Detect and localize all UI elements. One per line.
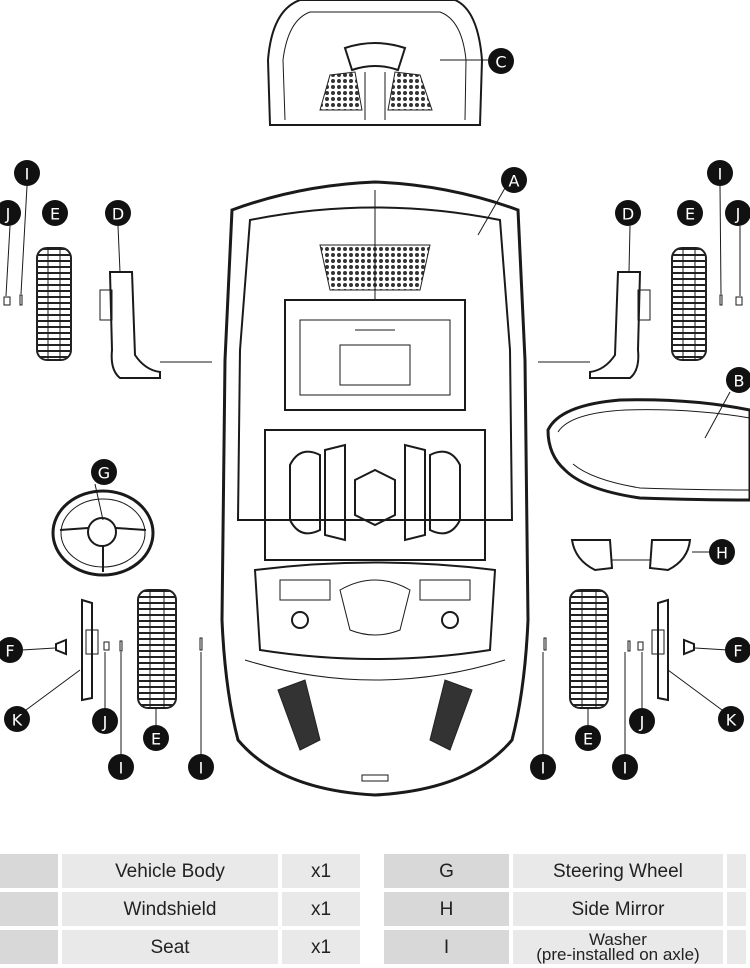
callout-k-right: K xyxy=(718,706,744,732)
wheel-bottom-left xyxy=(137,589,177,709)
svg-text:B: B xyxy=(734,372,745,391)
svg-text:E: E xyxy=(50,205,60,224)
callout-i-top-left: I xyxy=(14,160,40,186)
motor-left-part xyxy=(99,271,212,379)
callout-e-top-left: E xyxy=(42,200,68,226)
callout-i-bottom-4: I xyxy=(612,754,638,780)
table-row: H Side Mirror xyxy=(384,892,746,926)
leader-lines xyxy=(5,59,741,755)
washers-and-nuts xyxy=(3,294,743,652)
callout-e-bottom-left: E xyxy=(143,725,169,751)
svg-text:C: C xyxy=(495,53,506,72)
part-name: Washer (pre-installed on axle) xyxy=(513,930,723,964)
part-letter: G xyxy=(384,854,510,888)
svg-text:E: E xyxy=(583,730,593,749)
svg-text:D: D xyxy=(622,205,634,224)
callout-b: B xyxy=(726,367,750,393)
svg-text:J: J xyxy=(102,713,108,732)
svg-text:E: E xyxy=(685,205,695,224)
svg-text:F: F xyxy=(733,642,742,661)
cap-right xyxy=(683,638,695,656)
svg-text:J: J xyxy=(5,205,11,224)
callout-i-bottom-3: I xyxy=(530,754,556,780)
parts-table-right: G Steering Wheel H Side Mirror I Washer … xyxy=(380,850,750,968)
side-mirror-part xyxy=(570,539,692,572)
table-row: I Washer (pre-installed on axle) xyxy=(384,930,746,964)
callout-i-bottom-2: I xyxy=(188,754,214,780)
table-row: Windshield x1 xyxy=(0,892,360,926)
callout-f-right: F xyxy=(725,637,750,663)
callout-i-top-right: I xyxy=(707,160,733,186)
steering-wheel-part xyxy=(51,489,155,577)
svg-text:A: A xyxy=(509,172,520,191)
part-name: Side Mirror xyxy=(513,892,723,926)
part-qty xyxy=(726,892,746,926)
part-name: Steering Wheel xyxy=(513,854,723,888)
part-qty xyxy=(726,854,746,888)
callout-k-left: K xyxy=(4,706,30,732)
parts-table-left: Vehicle Body x1 Windshield x1 Seat x1 xyxy=(0,850,364,968)
callout-c: C xyxy=(488,48,514,74)
svg-text:I: I xyxy=(718,165,723,184)
part-qty xyxy=(726,930,746,964)
windshield-part xyxy=(546,398,750,502)
part-name-line-2: (pre-installed on axle) xyxy=(536,945,700,964)
callout-e-bottom-right: E xyxy=(575,725,601,751)
svg-text:J: J xyxy=(639,713,645,732)
callout-d-right: D xyxy=(615,200,641,226)
callout-i-bottom-1: I xyxy=(108,754,134,780)
svg-text:H: H xyxy=(716,544,728,563)
hub-left-part xyxy=(81,598,99,702)
svg-text:D: D xyxy=(112,205,124,224)
part-letter: I xyxy=(384,930,510,964)
part-qty: x1 xyxy=(282,892,360,926)
wheel-top-left xyxy=(36,247,72,361)
vehicle-body-part xyxy=(220,180,530,797)
part-name: Windshield xyxy=(62,892,278,926)
callout-j-bottom-right: J xyxy=(629,708,655,734)
part-qty: x1 xyxy=(282,854,360,888)
svg-text:I: I xyxy=(541,759,546,778)
svg-text:I: I xyxy=(25,165,30,184)
part-name: Seat xyxy=(62,930,278,964)
svg-text:J: J xyxy=(735,205,741,224)
seat-part xyxy=(266,0,484,126)
wheel-top-right xyxy=(671,247,707,361)
table-row: Vehicle Body x1 xyxy=(0,854,360,888)
svg-text:E: E xyxy=(151,730,161,749)
wheel-bottom-right xyxy=(569,589,609,709)
svg-text:I: I xyxy=(199,759,204,778)
part-letter xyxy=(0,854,58,888)
svg-text:I: I xyxy=(119,759,124,778)
table-row: G Steering Wheel xyxy=(384,854,746,888)
svg-text:K: K xyxy=(726,711,737,730)
callout-j-bottom-left: J xyxy=(92,708,118,734)
part-letter: H xyxy=(384,892,510,926)
callout-d-left: D xyxy=(105,200,131,226)
part-qty: x1 xyxy=(282,930,360,964)
hub-right-part xyxy=(651,598,669,702)
callout-a: A xyxy=(501,167,527,193)
callout-j-top-left: J xyxy=(0,200,21,226)
part-name-line-1: Washer xyxy=(588,930,647,949)
part-letter xyxy=(0,930,58,964)
callout-g: G xyxy=(91,459,117,485)
callout-j-top-right: J xyxy=(725,200,750,226)
motor-right-part xyxy=(538,271,651,379)
svg-text:I: I xyxy=(623,759,628,778)
callout-e-top-right: E xyxy=(677,200,703,226)
svg-text:F: F xyxy=(5,642,14,661)
svg-text:K: K xyxy=(12,711,23,730)
table-row: Seat x1 xyxy=(0,930,360,964)
cap-left xyxy=(55,638,67,656)
part-letter xyxy=(0,892,58,926)
callout-f-left: F xyxy=(0,637,23,663)
part-name: Vehicle Body xyxy=(62,854,278,888)
parts-diagram: C A B I J E D D E I J G H F F K K J J E … xyxy=(0,0,750,797)
callout-h: H xyxy=(709,539,735,565)
svg-text:G: G xyxy=(98,464,110,483)
